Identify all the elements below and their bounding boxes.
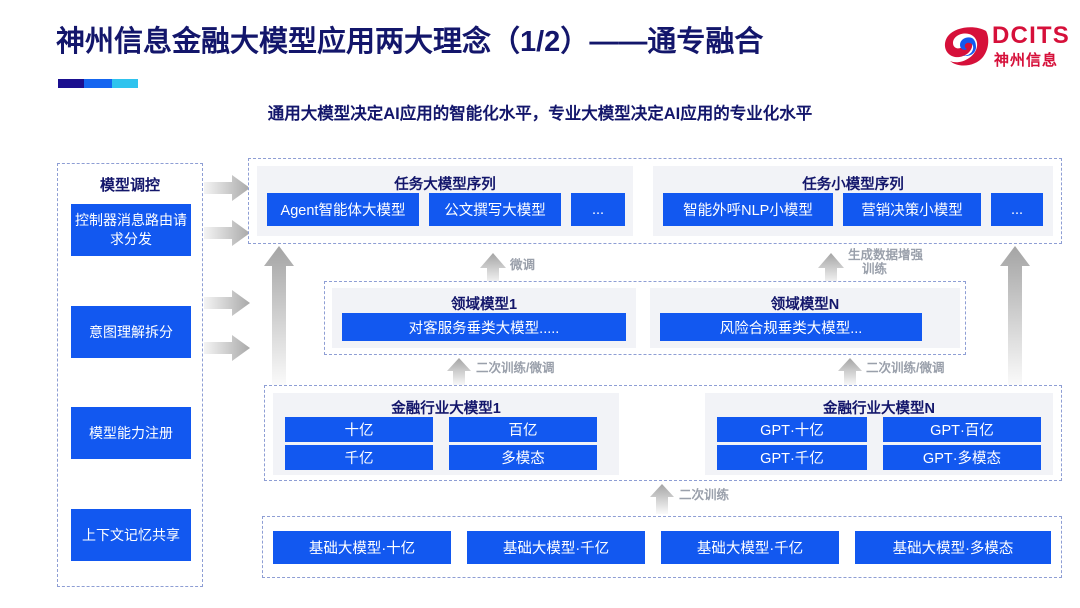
- sidebar-item-register[interactable]: 模型能力注册: [71, 407, 191, 459]
- domain-model-1-title: 领域模型1: [450, 297, 518, 313]
- base-model-item-1[interactable]: 基础大模型·十亿: [273, 531, 451, 564]
- flow-arrow-up-right-tall: [1000, 246, 1030, 386]
- industry-model-1-panel: 金融行业大模型1 十亿 百亿 千亿 多模态: [273, 393, 619, 475]
- task-small-model-title: 任务小模型序列: [802, 177, 904, 193]
- base-model-item-3[interactable]: 基础大模型·千亿: [661, 531, 839, 564]
- industry-n-item-3[interactable]: GPT·千亿: [717, 445, 867, 470]
- industry-model-1-title: 金融行业大模型1: [391, 401, 501, 417]
- industry-1-item-1[interactable]: 十亿: [285, 417, 433, 442]
- task-large-model-panel: 任务大模型序列 Agent智能体大模型 公文撰写大模型 ...: [257, 166, 633, 236]
- domain-model-layer: 领域模型1 对客服务垂类大模型..... 领域模型N 风险合规垂类大模型...: [324, 281, 966, 355]
- domain-model-n-panel: 领域模型N 风险合规垂类大模型...: [650, 288, 960, 348]
- sidebar-model-control: 模型调控 控制器消息路由请求分发 意图理解拆分 模型能力注册 上下文记忆共享: [57, 163, 203, 587]
- task-small-item-nlp[interactable]: 智能外呼NLP小模型: [663, 193, 833, 226]
- caption-retrain: 二次训练: [679, 488, 730, 502]
- base-model-layer: 基础大模型·十亿 基础大模型·千亿 基础大模型·千亿 基础大模型·多模态: [262, 516, 1062, 578]
- sidebar-item-context[interactable]: 上下文记忆共享: [71, 509, 191, 561]
- industry-n-item-1[interactable]: GPT·十亿: [717, 417, 867, 442]
- industry-n-item-4[interactable]: GPT·多模态: [883, 445, 1041, 470]
- logo-wordmark: DCITS: [992, 22, 1070, 49]
- flow-arrow-up-left-tall: [264, 246, 294, 386]
- sidebar-item-intent[interactable]: 意图理解拆分: [71, 306, 191, 358]
- page-title: 神州信息金融大模型应用两大理念（1/2）——通专融合: [56, 26, 764, 58]
- flow-arrow-up-data-aug: [818, 253, 844, 285]
- sidebar-title: 模型调控: [99, 177, 160, 194]
- caption-retrain-finetune-left: 二次训练/微调: [476, 361, 555, 375]
- dcits-swirl-icon: [944, 27, 989, 66]
- accent-segment-1: [58, 79, 84, 88]
- task-large-model-title: 任务大模型序列: [394, 177, 496, 193]
- accent-segment-3: [112, 79, 138, 88]
- task-small-item-more[interactable]: ...: [991, 193, 1043, 226]
- title-accent-bar: [58, 79, 138, 88]
- slide-header: 神州信息金融大模型应用两大理念（1/2）——通专融合 通用大模型决定AI应用的智…: [0, 0, 1080, 148]
- flow-arrow-up-finetune: [480, 253, 506, 285]
- flow-arrow-right-3: [204, 290, 250, 316]
- flow-arrow-right-4: [204, 335, 250, 361]
- industry-model-n-panel: 金融行业大模型N GPT·十亿 GPT·百亿 GPT·千亿 GPT·多模态: [705, 393, 1053, 475]
- flow-arrow-right-2: [204, 220, 250, 246]
- task-large-item-more[interactable]: ...: [571, 193, 625, 226]
- domain-model-1-panel: 领域模型1 对客服务垂类大模型.....: [332, 288, 636, 348]
- flow-arrow-up-retrain-left: [447, 358, 471, 386]
- flow-arrow-up-retrain-right: [838, 358, 862, 386]
- dcits-logo: DCITS 神州信息: [942, 20, 1070, 78]
- caption-finetune: 微调: [510, 258, 536, 272]
- domain-model-1-item[interactable]: 对客服务垂类大模型.....: [342, 313, 626, 341]
- base-model-item-2[interactable]: 基础大模型·千亿: [467, 531, 645, 564]
- industry-1-item-3[interactable]: 千亿: [285, 445, 433, 470]
- flow-arrow-up-retrain-base: [650, 484, 674, 514]
- accent-segment-2: [84, 79, 112, 88]
- caption-data-aug-line1: 生成数据增强: [848, 248, 924, 262]
- caption-data-aug-line2: 训练: [862, 262, 888, 276]
- task-small-item-marketing[interactable]: 营销决策小模型: [843, 193, 981, 226]
- flow-arrow-right-1: [204, 175, 250, 201]
- domain-model-n-item[interactable]: 风险合规垂类大模型...: [660, 313, 922, 341]
- industry-model-n-title: 金融行业大模型N: [823, 401, 935, 417]
- logo-chinese-name: 神州信息: [994, 52, 1059, 69]
- page-subtitle: 通用大模型决定AI应用的智能化水平，专业大模型决定AI应用的专业化水平: [267, 105, 813, 123]
- task-large-item-doc[interactable]: 公文撰写大模型: [429, 193, 561, 226]
- caption-retrain-finetune-right: 二次训练/微调: [866, 361, 945, 375]
- domain-model-n-title: 领域模型N: [770, 297, 840, 313]
- industry-model-layer: 金融行业大模型1 十亿 百亿 千亿 多模态 金融行业大模型N GPT·十亿 GP…: [264, 385, 1062, 481]
- task-large-item-agent[interactable]: Agent智能体大模型: [267, 193, 419, 226]
- task-model-layer: 任务大模型序列 Agent智能体大模型 公文撰写大模型 ... 任务小模型序列 …: [248, 158, 1062, 244]
- industry-1-item-4[interactable]: 多模态: [449, 445, 597, 470]
- industry-1-item-2[interactable]: 百亿: [449, 417, 597, 442]
- sidebar-item-router[interactable]: 控制器消息路由请求分发: [71, 204, 191, 256]
- industry-n-item-2[interactable]: GPT·百亿: [883, 417, 1041, 442]
- base-model-item-4[interactable]: 基础大模型·多模态: [855, 531, 1051, 564]
- task-small-model-panel: 任务小模型序列 智能外呼NLP小模型 营销决策小模型 ...: [653, 166, 1053, 236]
